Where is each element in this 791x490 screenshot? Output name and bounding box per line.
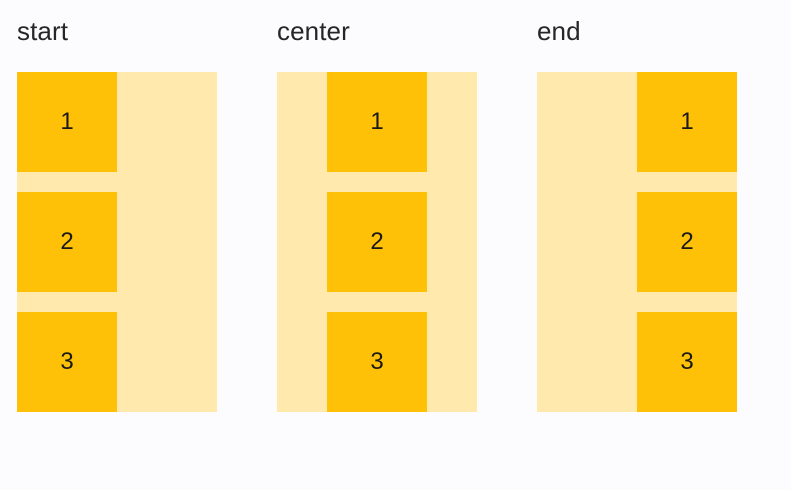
flex-item: 1 [327,72,427,172]
flex-item: 2 [327,192,427,292]
flex-item-label: 2 [60,228,74,255]
flex-container-start: 1 2 3 [17,72,217,412]
flex-item-label: 1 [370,108,384,135]
flex-item: 1 [637,72,737,172]
demo-label-center: center [277,16,350,46]
flex-item: 3 [637,312,737,412]
flex-item-label: 3 [60,348,74,375]
flex-item-label: 3 [370,348,384,375]
flex-container-end: 1 2 3 [537,72,737,412]
flex-item-label: 1 [60,108,74,135]
demo-label-end: end [537,16,581,46]
flex-item: 2 [637,192,737,292]
flex-item-label: 1 [680,108,694,135]
flex-item: 1 [17,72,117,172]
flex-item-label: 3 [680,348,694,375]
flex-item: 3 [17,312,117,412]
flex-item: 3 [327,312,427,412]
demo-label-start: start [17,16,69,46]
flex-item: 2 [17,192,117,292]
flex-item-label: 2 [370,228,384,255]
flex-container-center: 1 2 3 [277,72,477,412]
flex-item-label: 2 [680,228,694,255]
